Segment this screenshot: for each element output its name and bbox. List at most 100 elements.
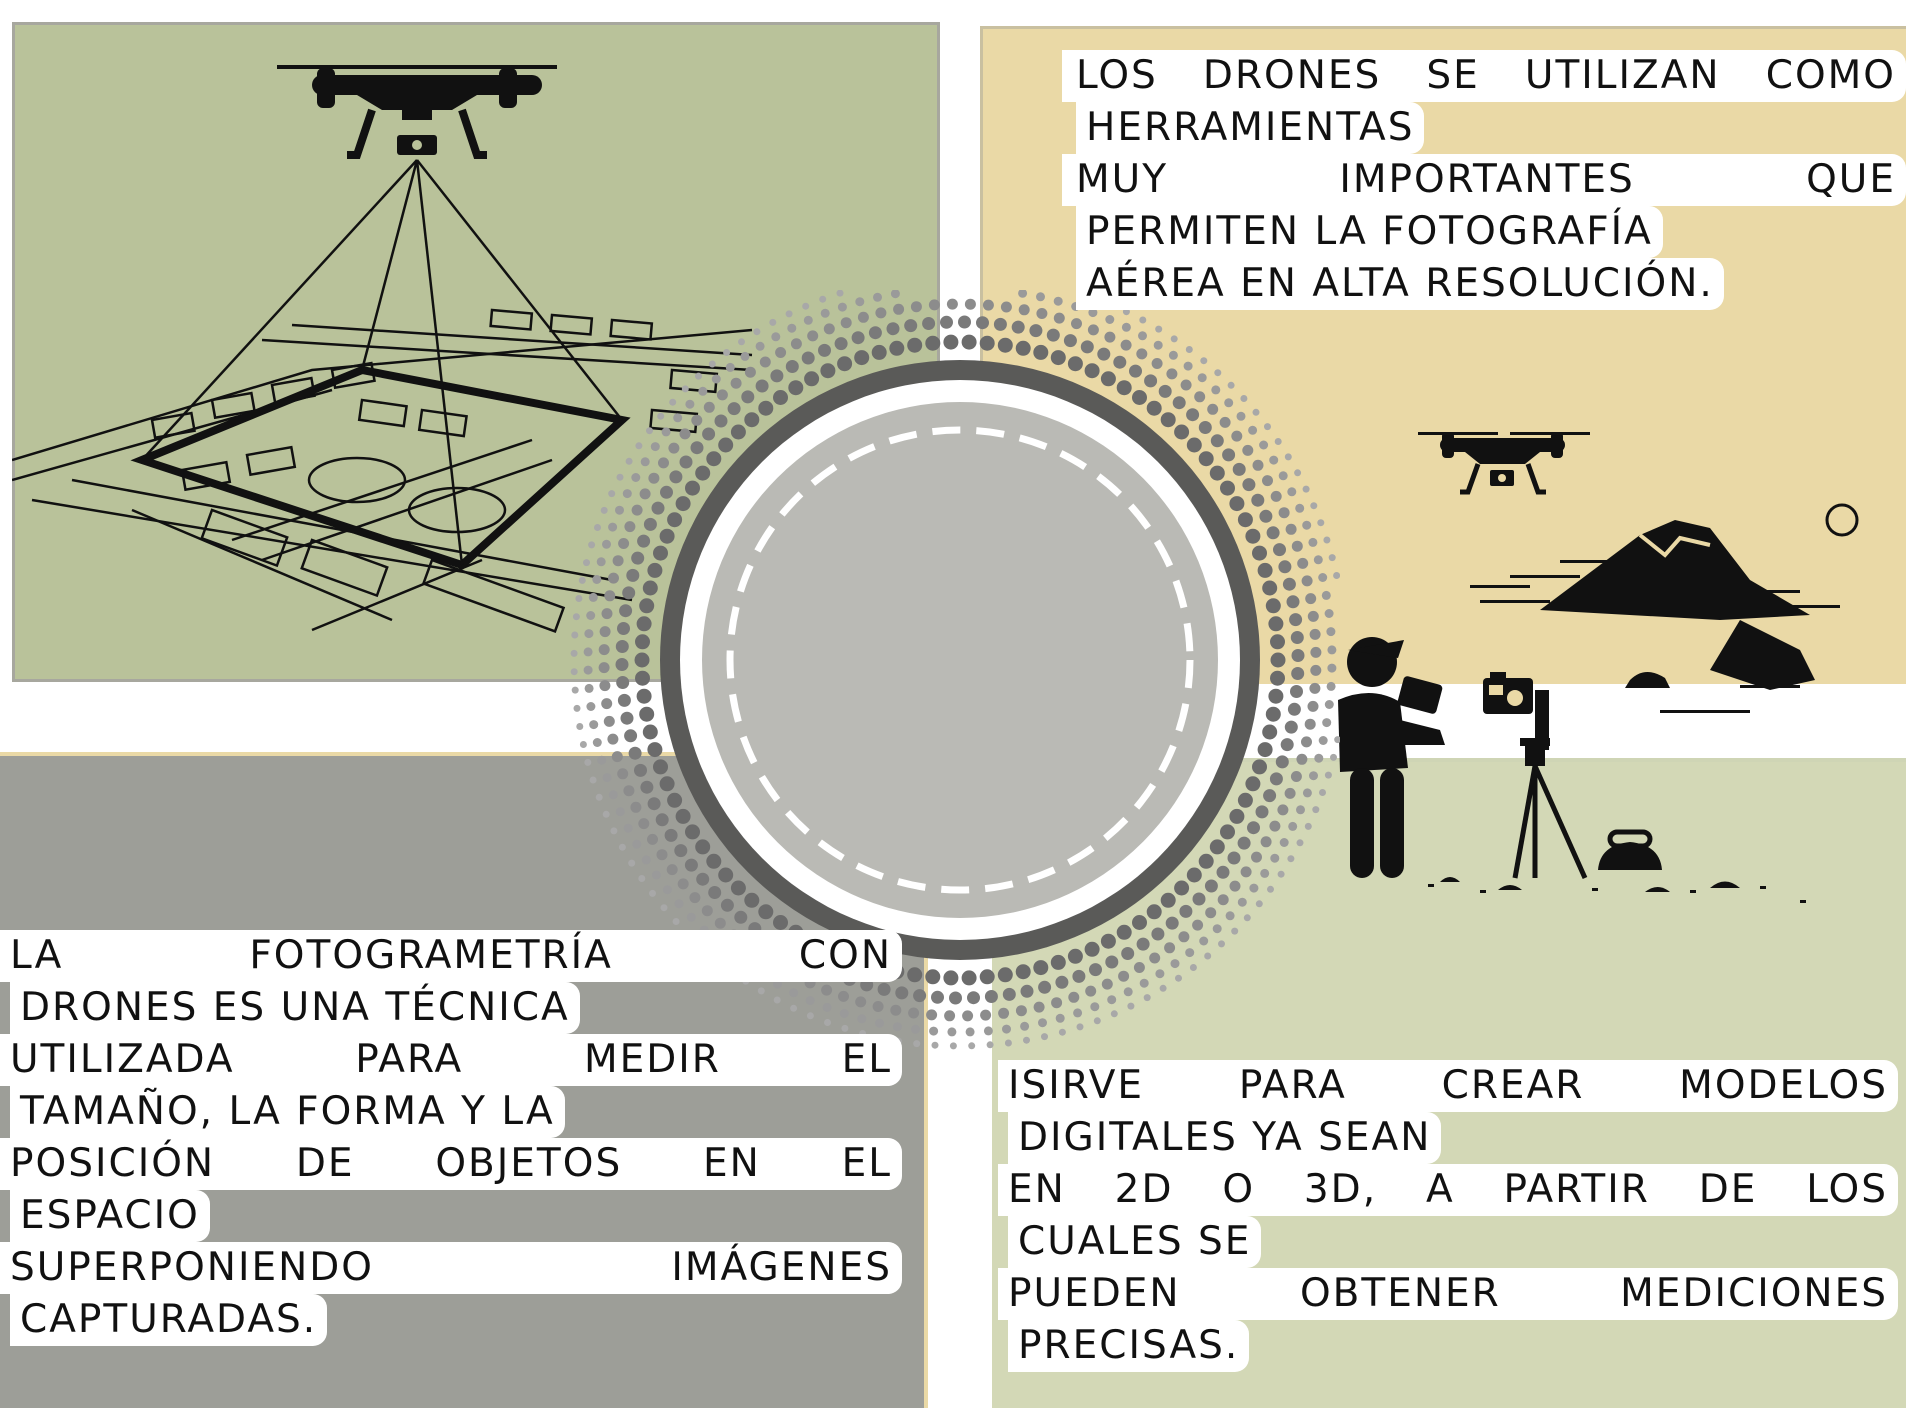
halo-dot xyxy=(1291,540,1303,552)
halo-dot xyxy=(598,662,610,674)
text-line: DRONES ES UNA TÉCNICA xyxy=(0,982,902,1034)
halo-dot xyxy=(579,741,587,748)
halo-dot xyxy=(1080,340,1094,354)
halo-dot xyxy=(714,414,728,428)
halo-dot xyxy=(608,572,619,584)
halo-dot xyxy=(1051,997,1063,1009)
halo-dot xyxy=(1225,911,1235,921)
halo-dot xyxy=(1270,652,1286,668)
halo-dot xyxy=(639,488,651,500)
halo-dot xyxy=(1243,914,1251,922)
halo-dot xyxy=(641,855,651,865)
halo-dot xyxy=(1033,344,1049,360)
halo-dot xyxy=(718,867,734,883)
halo-dot xyxy=(1334,736,1340,744)
halo-dot xyxy=(1072,969,1086,983)
halo-dot xyxy=(1050,350,1066,366)
halo-dot xyxy=(1129,364,1142,378)
halo-dot xyxy=(958,315,971,329)
halo-dot xyxy=(1197,373,1207,383)
halo-dot xyxy=(1153,340,1163,350)
halo-dot xyxy=(1192,919,1204,931)
halo-dot xyxy=(1318,573,1328,582)
halo-dot xyxy=(967,991,980,1005)
halo-dot xyxy=(668,442,680,454)
halo-dot xyxy=(642,580,658,596)
halo-dot xyxy=(592,738,602,747)
halo-dot xyxy=(588,541,596,549)
halo-dot xyxy=(875,1018,884,1028)
halo-dot xyxy=(1085,985,1097,997)
halo-dot xyxy=(1326,681,1336,691)
halo-dot xyxy=(1084,363,1100,379)
halo-dot xyxy=(714,917,726,929)
halo-dot xyxy=(623,823,633,833)
halo-dot xyxy=(744,412,760,428)
halo-dot xyxy=(804,371,820,387)
halo-dot xyxy=(931,990,944,1004)
halo-dot xyxy=(666,864,678,876)
halo-dot xyxy=(1312,806,1320,814)
halo-dot xyxy=(1105,315,1115,324)
halo-dot xyxy=(1018,304,1030,316)
halo-dot xyxy=(1097,347,1111,361)
halo-dot xyxy=(1237,792,1253,808)
halo-dot xyxy=(1313,555,1323,565)
halo-dot xyxy=(615,505,624,515)
halo-dot xyxy=(1055,975,1069,989)
halo-dot xyxy=(979,969,995,985)
halo-dot xyxy=(624,729,638,743)
halo-dot xyxy=(910,301,922,313)
halo-dot xyxy=(1270,670,1285,686)
halo-dot xyxy=(819,295,827,303)
halo-dot xyxy=(674,899,684,909)
halo-dot xyxy=(1155,325,1163,333)
halo-dot xyxy=(691,414,703,426)
halo-dot xyxy=(890,1004,902,1016)
halo-dot xyxy=(821,984,833,996)
halo-dot xyxy=(594,524,601,531)
halo-dot xyxy=(1053,312,1065,324)
halo-dot xyxy=(1220,824,1235,840)
halo-dot xyxy=(838,990,849,1002)
halo-dot xyxy=(1185,948,1195,958)
halo-dot xyxy=(1302,520,1312,530)
halo-dot xyxy=(1319,789,1326,796)
halo-dot xyxy=(1307,700,1319,712)
halo-dot xyxy=(701,905,713,917)
halo-dot xyxy=(1015,964,1031,980)
text-line: CAPTURADAS. xyxy=(0,1294,902,1346)
halo-dot xyxy=(1136,348,1148,360)
halo-dot xyxy=(1104,331,1116,343)
halo-dot xyxy=(1178,931,1190,943)
halo-dot xyxy=(1209,465,1225,481)
halo-dot xyxy=(775,347,787,358)
halo-dot xyxy=(1237,512,1253,528)
halo-dot xyxy=(1290,771,1302,782)
halo-dot xyxy=(617,693,631,707)
halo-dot xyxy=(667,792,683,808)
halo-dot xyxy=(1033,960,1049,976)
halo-dot xyxy=(1268,688,1284,704)
halo-dot xyxy=(965,1027,975,1037)
halo-dot xyxy=(1277,870,1285,878)
halo-dot xyxy=(669,470,683,484)
halo-dot xyxy=(841,1024,849,1032)
halo-dot xyxy=(984,990,998,1003)
halo-dot xyxy=(630,801,642,813)
halo-dot xyxy=(857,1014,867,1024)
halo-dot xyxy=(685,824,700,840)
halo-dot xyxy=(790,1004,798,1012)
halo-dot xyxy=(908,1007,920,1019)
halo-dot xyxy=(1262,724,1278,740)
drone-mapping-grid-icon xyxy=(12,65,753,633)
halo-dot xyxy=(837,302,847,312)
halo-dot xyxy=(857,311,869,323)
halo-dot xyxy=(904,319,918,333)
halo-dot xyxy=(893,303,905,315)
halo-dot xyxy=(892,1022,902,1032)
halo-dot xyxy=(836,290,844,297)
halo-dot xyxy=(855,996,867,1008)
halo-dot xyxy=(1186,437,1202,453)
halo-dot xyxy=(790,338,802,350)
